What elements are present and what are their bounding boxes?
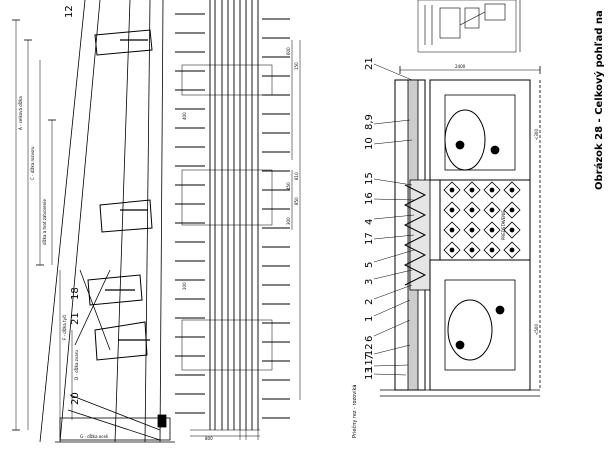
middle-panel xyxy=(175,0,301,440)
callout-leader xyxy=(373,198,415,201)
callout-leader xyxy=(373,178,413,186)
grid-dot xyxy=(449,187,455,193)
callout-10: 10 xyxy=(364,137,375,150)
grid-diamond xyxy=(463,201,481,219)
left-labels: A - celková dĺžka C - dĺžka rozvoru dĺžk… xyxy=(18,5,108,439)
grid-dot xyxy=(449,247,455,253)
left-label-a: A - celková dĺžka xyxy=(18,96,23,130)
left-callout-20: 20 xyxy=(70,392,81,405)
left-label-g: G - dĺžka oceli xyxy=(80,434,108,439)
callout-leader xyxy=(373,214,415,220)
callout-17: 17 xyxy=(364,232,375,245)
grid-diamond xyxy=(463,241,481,259)
grid-dot xyxy=(509,207,515,213)
callout-leader xyxy=(373,234,415,240)
grid-diamond xyxy=(443,221,461,239)
middle-labels: 600 150 450 810 300 850 400 100 800 xyxy=(182,47,299,441)
grid-diamond xyxy=(503,181,521,199)
grid-diamond xyxy=(443,241,461,259)
right-dim-labels: <300 <500 2400 PREDSTAVENIE xyxy=(455,64,539,335)
grid-dot xyxy=(469,247,475,253)
callout-leader xyxy=(373,249,415,263)
grid-diamond xyxy=(483,221,501,239)
callout-2: 2 xyxy=(364,299,375,305)
left-label-f: F - dĺžka tyčí xyxy=(62,314,67,340)
callout-leader xyxy=(373,119,411,125)
grid-diamond xyxy=(503,221,521,239)
callout-21: 21 xyxy=(364,57,375,70)
callout-13: 13 xyxy=(364,367,375,380)
pred-label: PREDSTAVENIE xyxy=(501,210,506,240)
dim-mid-b: 810 xyxy=(294,172,299,180)
callout-11-12: 11,12 xyxy=(364,343,375,372)
figure-caption: Obrázok 28 - Celkový pohľad na xyxy=(593,10,605,190)
left-callout-18: 18 xyxy=(70,287,81,300)
callout-3: 3 xyxy=(364,279,375,285)
callout-7: 7 xyxy=(364,354,375,360)
grid-dot xyxy=(449,227,455,233)
grid-dot xyxy=(509,227,515,233)
grid-diamond xyxy=(503,201,521,219)
right-dim-300: <300 xyxy=(534,129,539,140)
dim-top-a: 600 xyxy=(286,47,291,55)
grid-dot xyxy=(449,207,455,213)
callout-leader xyxy=(373,299,411,317)
right-panel xyxy=(373,63,541,397)
callout-leader xyxy=(373,344,411,355)
grid-dot xyxy=(489,187,495,193)
dim-side-b: 100 xyxy=(182,282,187,290)
dim-bottom: 800 xyxy=(205,436,213,441)
grid-diamond xyxy=(483,241,501,259)
grid-dot xyxy=(469,187,475,193)
right-dim-500: <500 xyxy=(534,324,539,335)
dim-top-b: 150 xyxy=(294,62,299,70)
dim-mid-c: 300 xyxy=(286,217,291,225)
left-label-d: D - dĺžka zvaru xyxy=(74,350,79,380)
callout-leader xyxy=(373,364,409,367)
left-panel xyxy=(12,0,175,443)
right-dim-2400: 2400 xyxy=(455,64,466,69)
left-callout-12: 12 xyxy=(64,5,75,18)
grid-diamond xyxy=(443,201,461,219)
callout-leader xyxy=(373,63,413,81)
callout-15: 15 xyxy=(364,172,375,185)
grid-dot xyxy=(489,247,495,253)
grid-dot xyxy=(469,227,475,233)
grid-dot xyxy=(469,207,475,213)
callout-leader xyxy=(373,139,413,145)
grid-dot xyxy=(489,227,495,233)
grid-diamond xyxy=(483,181,501,199)
callout-leader xyxy=(373,319,411,337)
dim-mid-d: 850 xyxy=(294,197,299,205)
grid-diamond xyxy=(443,181,461,199)
grid-diamond xyxy=(503,241,521,259)
callout-6: 6 xyxy=(364,336,375,342)
left-label-e: dĺžka a hrot zatvorenie xyxy=(42,199,47,245)
grid-dot xyxy=(509,247,515,253)
callout-8-9: 8,9 xyxy=(364,114,375,130)
grid-diamond xyxy=(463,181,481,199)
callout-leader xyxy=(373,284,413,300)
callout-4: 4 xyxy=(364,219,375,225)
dim-mid-a: 450 xyxy=(286,182,291,190)
callout-1: 1 xyxy=(364,316,375,322)
grid-dot xyxy=(509,187,515,193)
callout-leader xyxy=(373,373,407,376)
dim-side-a: 400 xyxy=(182,112,187,120)
left-callout-21: 21 xyxy=(70,312,81,325)
section-label: Priečny rez - rozoviká xyxy=(351,385,358,438)
callout-16: 16 xyxy=(364,192,375,205)
grid-diamond xyxy=(483,201,501,219)
grid-dot xyxy=(489,207,495,213)
grid-diamond xyxy=(463,221,481,239)
callout-leader xyxy=(373,269,413,280)
callout-5: 5 xyxy=(364,262,375,268)
inset-diagram xyxy=(417,0,521,53)
left-label-c: C - dĺžka rozvoru xyxy=(30,146,35,180)
